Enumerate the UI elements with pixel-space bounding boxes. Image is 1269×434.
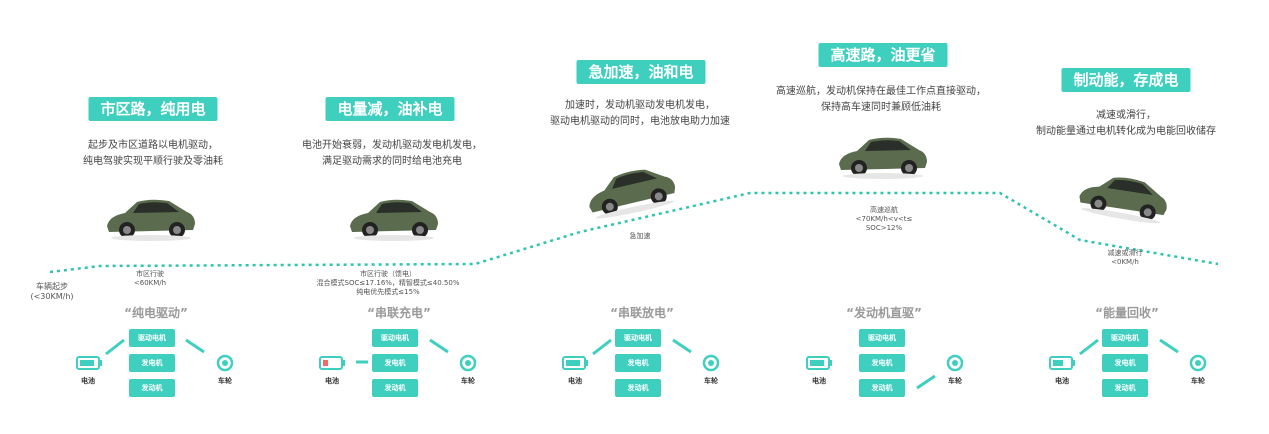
battery-icon [319, 356, 345, 370]
box-generator: 发电机 [615, 354, 661, 372]
stage-4-speed-label: 高速巡航<70KM/h<v<t≤SOC>12% [855, 206, 913, 232]
battery-icon [76, 356, 102, 370]
battery-label: 电池 [325, 377, 339, 385]
suv-car-icon [107, 199, 195, 241]
box-engine: 发动机 [1102, 379, 1148, 397]
stage-4-desc: 高速巡航，发动机保持在最佳工作点直接驱动，保持高车速同时兼顾低油耗 [776, 86, 986, 113]
box-engine: 发动机 [615, 379, 661, 397]
stage-2-speed-label: 市区行驶（馈电）混合模式SOC≤17.16%，精智模式≤40.50%纯电优先模式… [316, 270, 460, 296]
stage-3-speed-label: 急加速 [629, 232, 651, 240]
battery-icon [1049, 356, 1075, 370]
stage-2-desc: 电池开始衰弱，发动机驱动发电机发电，满足驱动需求的同时给电池充电 [302, 140, 482, 167]
suv-car-icon [839, 137, 927, 179]
wheel-label: 车轮 [948, 377, 962, 385]
box-generator: 发电机 [129, 354, 175, 372]
wheel-icon [216, 354, 234, 372]
wheel-icon [946, 354, 964, 372]
battery-label: 电池 [81, 377, 95, 385]
stage-2-title: 电量减，油补电 [325, 97, 455, 121]
stage-5-speed-label: 减速或滑行<0KM/h [1107, 249, 1143, 266]
wheel-label: 车轮 [218, 377, 232, 385]
wheel-icon [702, 354, 720, 372]
wheel-label: 车轮 [1191, 377, 1205, 385]
box-generator: 发电机 [372, 354, 418, 372]
wheel-icon [1189, 354, 1207, 372]
stage-5-mode: “能量回收” [1095, 306, 1159, 320]
box-engine: 发动机 [372, 379, 418, 397]
stage-3-title: 急加速，油和电 [576, 60, 706, 84]
battery-icon [562, 356, 588, 370]
suv-car-icon [350, 199, 438, 241]
stage-3-desc: 加速时，发动机驱动发电机发电，驱动电机驱动的同时，电池放电助力加速 [550, 100, 730, 127]
stage-3-mode: “串联放电” [610, 306, 674, 320]
wheel-icon [459, 354, 477, 372]
battery-label: 电池 [1055, 377, 1069, 385]
start-label: 车辆起步 (<30KM/h) [30, 282, 74, 301]
box-drive-motor: 驱动电机 [129, 329, 175, 347]
box-generator: 发电机 [1102, 354, 1148, 372]
battery-icon [806, 356, 832, 370]
battery-label: 电池 [812, 377, 826, 385]
battery-label: 电池 [568, 377, 582, 385]
stage-2-mode: “串联充电” [367, 306, 431, 320]
stage-1-mode: “纯电驱动” [124, 306, 188, 320]
stage-5-title: 制动能，存成电 [1061, 68, 1191, 92]
flow-arrows [592, 338, 692, 356]
stage-4-title: 高速路，油更省 [818, 43, 948, 67]
suv-car-icon [589, 169, 676, 219]
wheel-label: 车轮 [461, 377, 475, 385]
flow-arrows [356, 338, 449, 364]
suv-car-icon [1079, 177, 1167, 224]
flow-arrows [105, 338, 205, 356]
stage-1-desc: 起步及市区道路以电机驱动，纯电驾驶实现平顺行驶及零油耗 [83, 140, 223, 167]
stage-5-desc: 减速或滑行，制动能量通过电机转化成为电能回收储存 [1036, 110, 1216, 137]
box-generator: 发电机 [859, 354, 905, 372]
box-engine: 发动机 [129, 379, 175, 397]
stage-4-mode: “发动机直驱” [846, 306, 922, 320]
wheel-label: 车轮 [704, 377, 718, 385]
stage-1-title: 市区路，纯用电 [88, 97, 218, 121]
box-drive-motor: 驱动电机 [615, 329, 661, 347]
box-drive-motor: 驱动电机 [859, 329, 905, 347]
box-engine: 发动机 [859, 379, 905, 397]
box-drive-motor: 驱动电机 [1102, 329, 1148, 347]
flow-arrows [916, 374, 936, 390]
stage-1-speed-label: 市区行驶<60KM/h [133, 270, 167, 287]
box-drive-motor: 驱动电机 [372, 329, 418, 347]
flow-arrows [1079, 338, 1179, 356]
